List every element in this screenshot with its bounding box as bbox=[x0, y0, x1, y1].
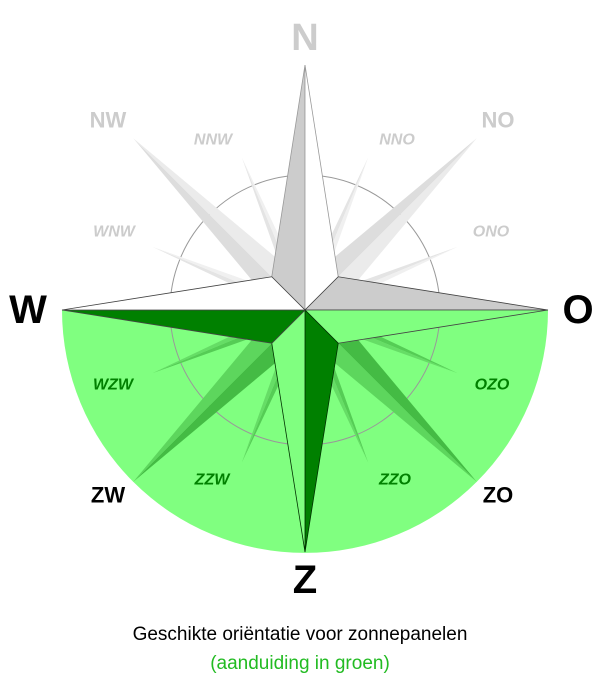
label-sw: ZW bbox=[91, 483, 125, 508]
label-wnw: WNW bbox=[93, 224, 137, 241]
caption-title: Geschikte oriëntatie voor zonnepanelen bbox=[132, 624, 468, 645]
compass-arms bbox=[61, 64, 549, 553]
label-north: N bbox=[291, 17, 318, 59]
ene-arm-light-half bbox=[305, 246, 458, 310]
label-west: W bbox=[9, 288, 47, 332]
label-ssw: ZZW bbox=[194, 472, 232, 489]
label-ne: NO bbox=[482, 108, 515, 133]
ne-arm-dark-half bbox=[305, 138, 477, 310]
compass-diagram: N O Z W NW NO ZW ZO NNW NNO WNW ONO WZW … bbox=[9, 17, 593, 602]
wsw-arm-light-half bbox=[152, 310, 305, 374]
label-nnw: NNW bbox=[194, 132, 234, 149]
compass-rose: N O Z W NW NO ZW ZO NNW NNO WNW ONO WZW … bbox=[9, 17, 593, 602]
west-arm-light-half bbox=[61, 276, 306, 311]
label-ese: OZO bbox=[475, 377, 510, 394]
label-nw: NW bbox=[90, 108, 127, 133]
sse-arm-light-half bbox=[305, 310, 369, 463]
sw-arm-dark-half bbox=[133, 310, 305, 482]
nw-arm-light-half bbox=[133, 138, 305, 310]
label-wsw: WZW bbox=[93, 377, 135, 394]
sw-arm-light-half bbox=[133, 310, 305, 482]
label-sse: ZZO bbox=[378, 472, 412, 489]
label-se: ZO bbox=[483, 483, 514, 508]
se-arm-light-half bbox=[305, 310, 477, 482]
label-nne: NNO bbox=[379, 132, 415, 149]
label-south: Z bbox=[293, 558, 317, 602]
north-arm-light-half bbox=[304, 64, 339, 311]
nnw-arm-light-half bbox=[241, 157, 305, 310]
north-arm-dark-half bbox=[271, 64, 306, 311]
label-ene: ONO bbox=[473, 224, 510, 241]
ne-arm-light-half bbox=[305, 138, 477, 310]
label-east: O bbox=[562, 288, 593, 332]
east-arm-dark-half bbox=[304, 276, 549, 311]
caption-subtitle: (aanduiding in groen) bbox=[210, 653, 390, 674]
